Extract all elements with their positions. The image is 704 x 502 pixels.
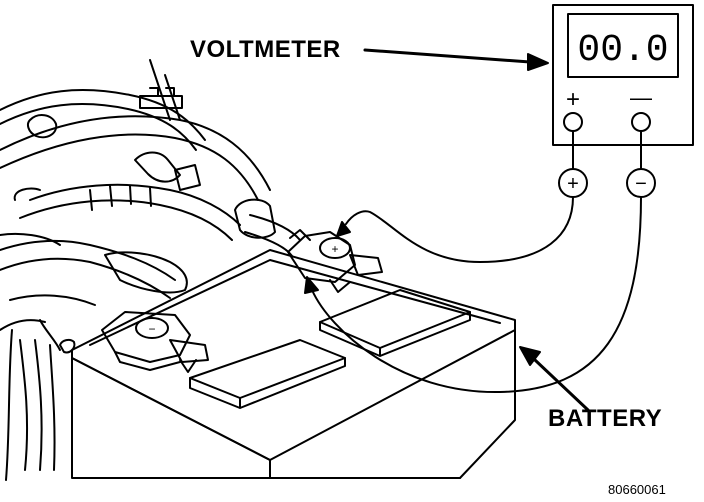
voltmeter: 00.0 + — (552, 4, 694, 146)
battery-label: BATTERY (548, 405, 663, 432)
meter-positive-symbol: + (566, 86, 580, 113)
positive-battery-terminal: + (287, 229, 383, 293)
positive-probe-symbol: + (567, 173, 579, 195)
meter-negative-symbol: — (630, 85, 652, 110)
figure-number: 80660061 (608, 482, 666, 497)
positive-terminal-symbol: + (331, 242, 338, 256)
wiring-harness (0, 59, 301, 481)
voltmeter-readout: 00.0 (577, 29, 668, 72)
negative-battery-terminal: − (101, 311, 209, 373)
battery-case (71, 249, 516, 479)
negative-terminal-symbol: − (148, 322, 155, 336)
negative-probe-symbol: − (635, 173, 647, 195)
callout-arrows (363, 48, 590, 412)
test-leads: + − (304, 130, 656, 394)
voltmeter-label: VOLTMETER (190, 36, 341, 63)
vent-cap (189, 339, 346, 399)
battery-callout-arrow (533, 358, 590, 412)
voltmeter-display (567, 13, 679, 78)
voltmeter-callout-arrow (363, 48, 532, 64)
